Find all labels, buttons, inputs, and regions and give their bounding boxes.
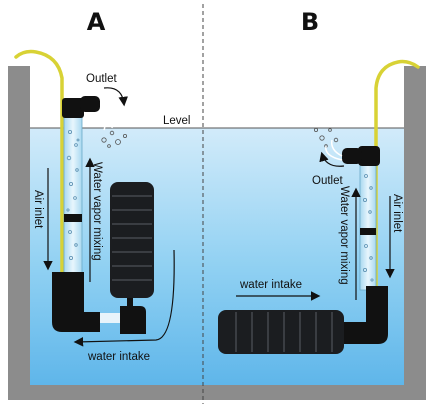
panel-b-outlet-splash [325, 139, 343, 161]
panel-a-air-inlet-label: Air inlet [32, 190, 44, 229]
panel-b-outlet-arrow [319, 151, 345, 167]
panel-b-water-intake-label: water intake [239, 279, 302, 291]
tank-floor [8, 385, 426, 400]
panel-a-outlet-nozzle [80, 96, 100, 112]
panel-b-air-inlet-label: Air inlet [391, 194, 403, 233]
panel-a-letter: A [87, 8, 106, 36]
panel-a-bottom-elbow [52, 272, 100, 332]
panel-b-bottom-elbow [342, 286, 388, 344]
panel-a-filter-ridges [112, 195, 152, 281]
panel-a-outlet-splash [99, 107, 114, 131]
level-label: Level [163, 115, 191, 127]
panel-b-tube-clamp [360, 228, 376, 235]
panel-a-water-intake-label: water intake [87, 351, 150, 363]
panel-a-tube-clamp [64, 214, 82, 222]
panel-a-air-tube [14, 49, 64, 277]
tank-wall-left [8, 66, 30, 400]
panel-a-intake-elbow [120, 306, 146, 334]
panel-b-bubbles [362, 174, 374, 282]
panel-a-bubbles [66, 129, 80, 260]
panel-a-outlet-arrow [103, 87, 128, 107]
panel-a-mixing-label: Water vapor mixing [91, 162, 103, 261]
panel-a-mixing-tube [63, 109, 83, 281]
panel-b-letter: B [301, 8, 319, 36]
tank-wall-right [404, 66, 426, 400]
panel-b-top-elbow [358, 146, 380, 166]
panel-a-top-elbow [62, 98, 84, 118]
panel-a-outlet-bubbles [101, 130, 128, 148]
panel-b-outlet-nozzle [342, 148, 362, 164]
panel-b-mixing-tube [359, 157, 377, 291]
panel-b-intake-filter [218, 310, 344, 354]
panel-b-outlet-label: Outlet [312, 175, 343, 187]
panel-a-outlet-label: Outlet [86, 73, 117, 85]
panel-b-outlet-bubbles [313, 127, 339, 148]
panel-b-mixing-label: Water vapor mixing [338, 186, 350, 285]
panel-b-filter-ridges [235, 312, 333, 352]
panel-b-air-tube [374, 59, 420, 292]
panel-a-water-intake-arrow [73, 249, 175, 347]
